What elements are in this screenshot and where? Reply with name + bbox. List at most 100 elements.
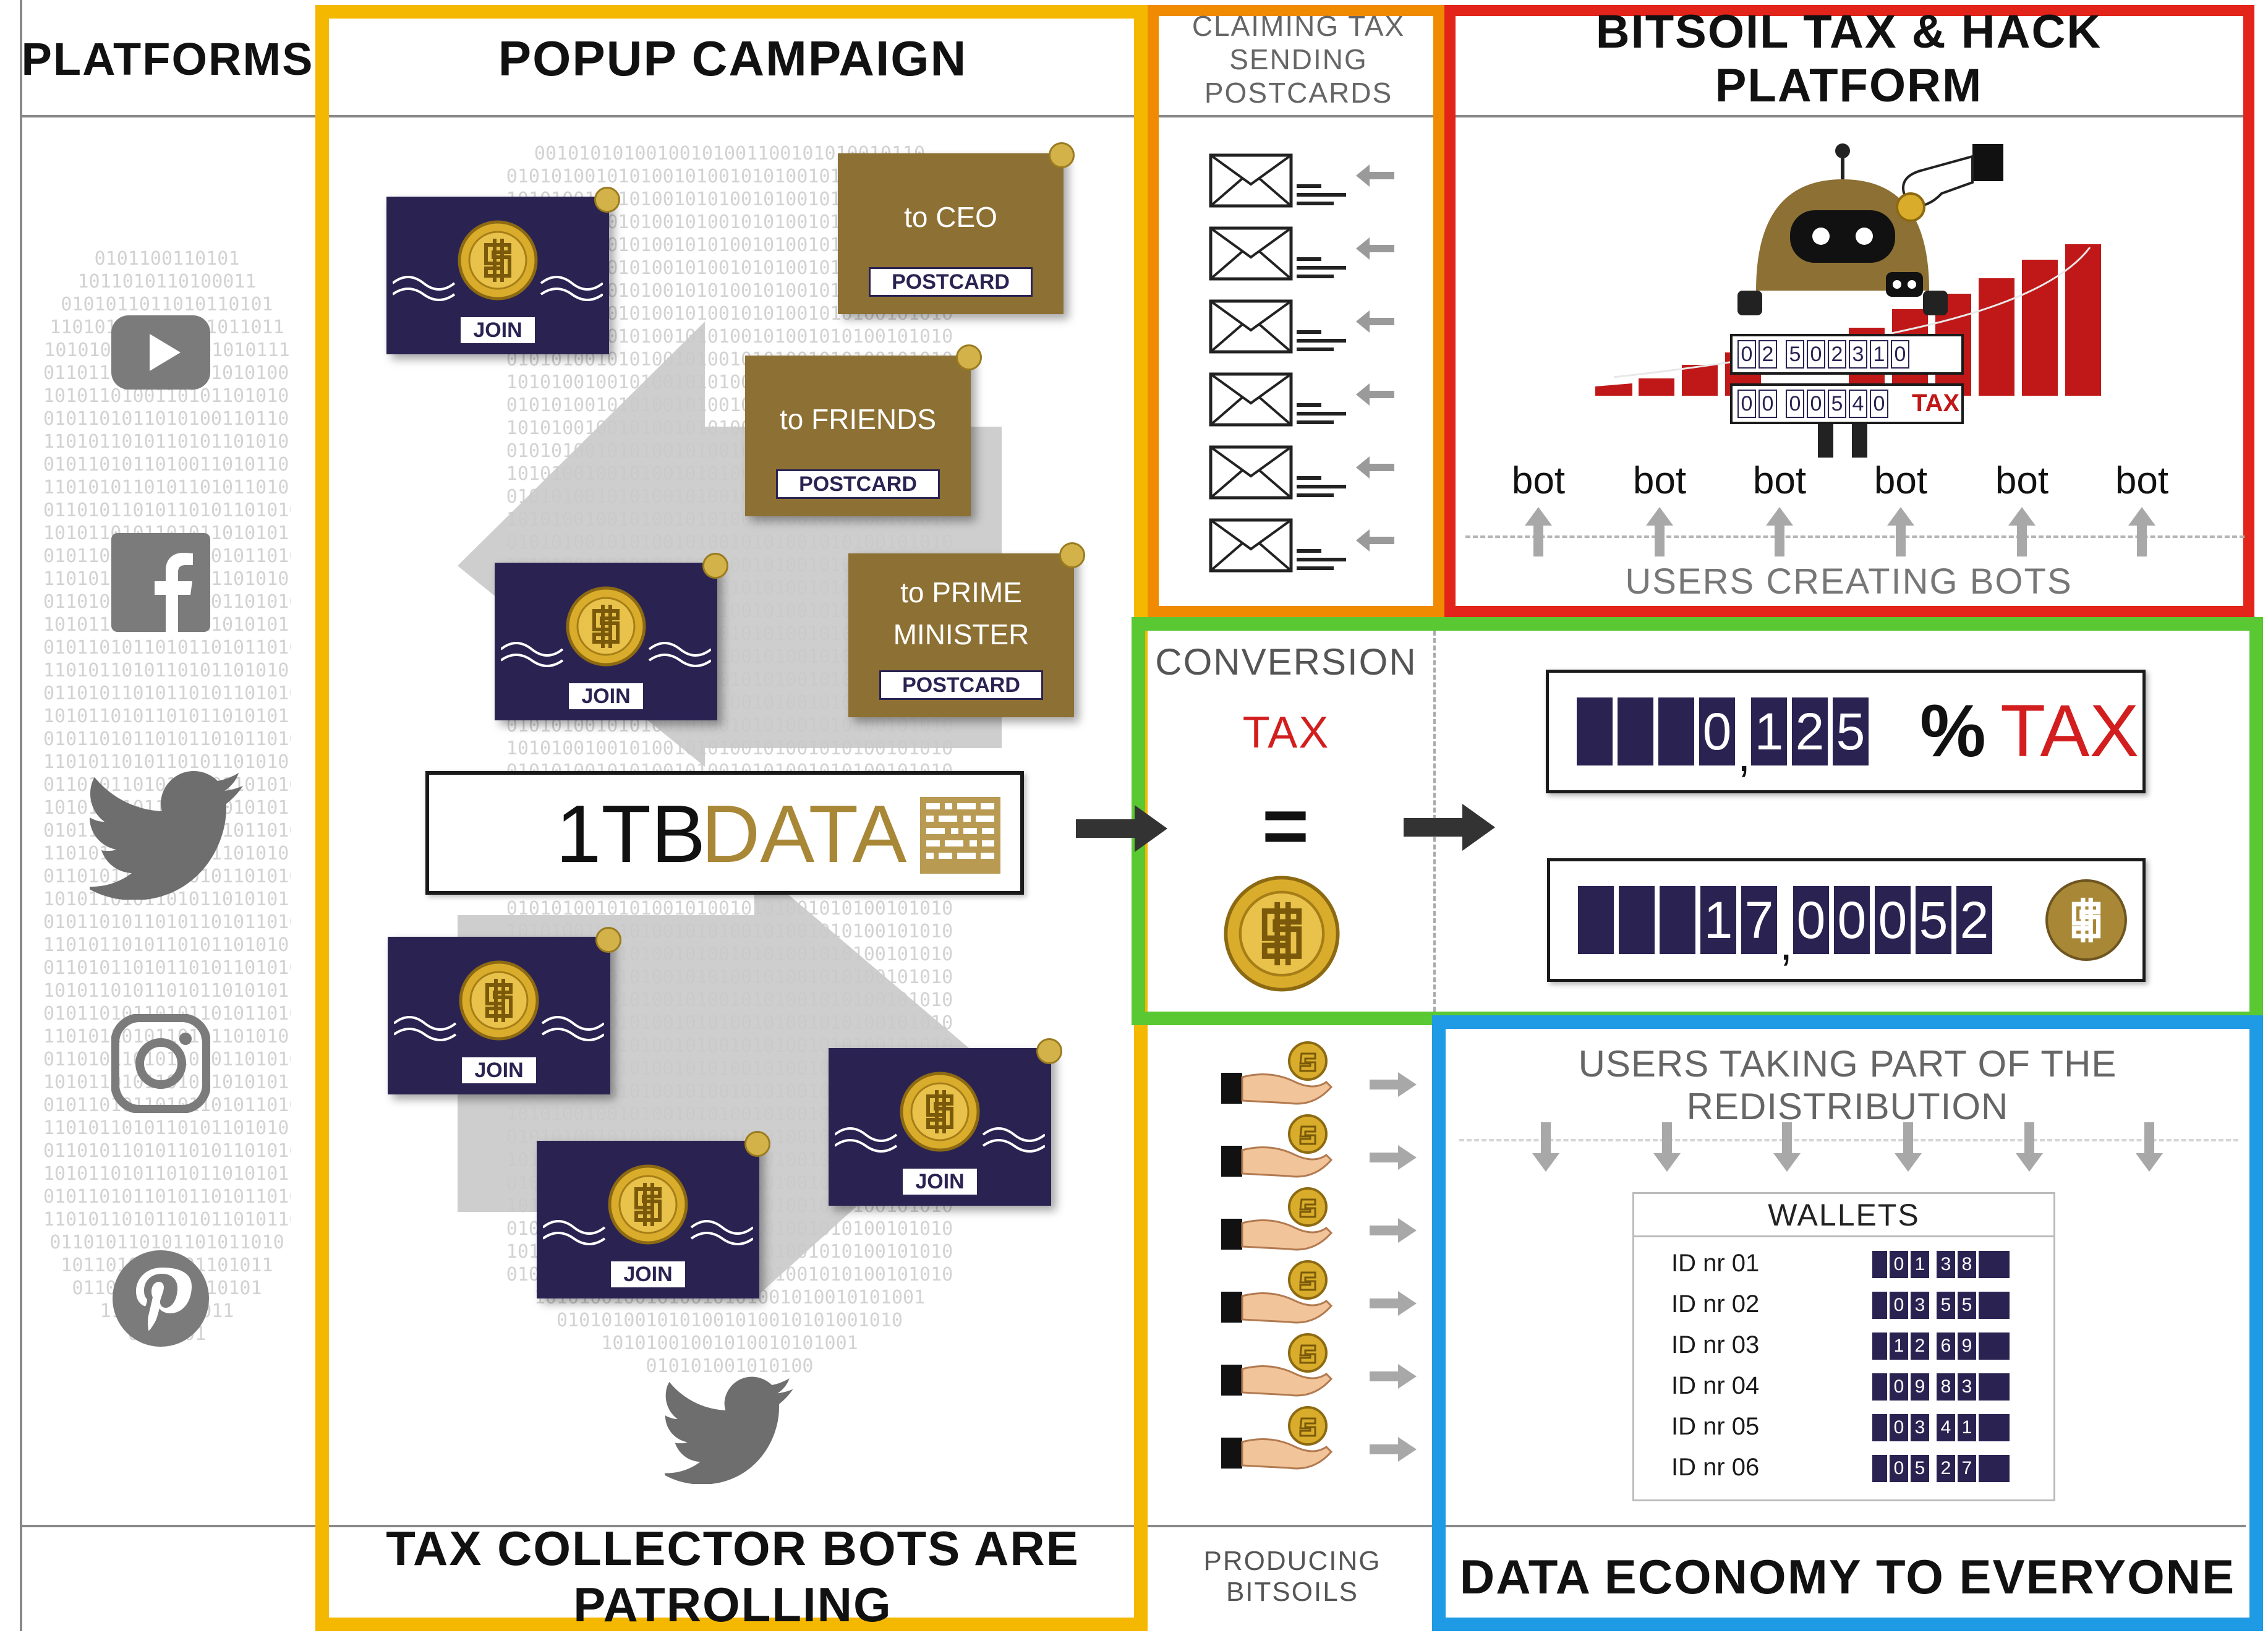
counter-digit: 0 — [1759, 390, 1777, 418]
postcard-recipient: to FRIENDS — [779, 403, 937, 435]
counter-digit: 1 — [1751, 697, 1787, 765]
wallet-digit: 3 — [1911, 1292, 1929, 1319]
wallet-digit: 9 — [1911, 1373, 1929, 1401]
join-card[interactable]: JOIN — [495, 553, 728, 720]
claiming-tax-header: CLAIMING TAX SENDING POSTCARDS — [1162, 10, 1435, 109]
join-card[interactable]: JOIN — [829, 1038, 1062, 1206]
wallet-blank — [1979, 1332, 2010, 1360]
counter-digit: 0 — [1737, 340, 1756, 369]
wallet-digit: 6 — [1937, 1332, 1955, 1360]
hand-with-coin-icon — [1221, 1404, 1419, 1472]
join-label: JOIN — [461, 317, 535, 343]
bitsoil-platform-header: BITSOIL TAX & HACK PLATFORM — [1595, 6, 2102, 112]
counter-blank — [1618, 697, 1653, 765]
counter-digit: 7 — [1741, 886, 1777, 954]
bitsoil-coin-icon — [608, 1164, 688, 1245]
counter-blank — [1660, 886, 1695, 954]
counter-digit: 2 — [1792, 697, 1828, 765]
join-label: JOIN — [569, 683, 643, 709]
wallet-digit: 0 — [1890, 1455, 1908, 1482]
wallet-digit: 3 — [1958, 1373, 1976, 1401]
arrow-down-icon — [1532, 1122, 1559, 1172]
arrow-up-icon — [1766, 507, 1793, 556]
producing-bitsoils-footer: PRODUCING BITSOILS — [1203, 1546, 1381, 1607]
bot-label: bot — [1874, 459, 1928, 502]
pinterest-icon[interactable] — [111, 1249, 210, 1348]
join-label: JOIN — [611, 1261, 685, 1287]
wallet-digit: 2 — [1911, 1332, 1929, 1360]
wallet-digit: 8 — [1937, 1373, 1955, 1401]
wallet-digit: 5 — [1911, 1455, 1929, 1482]
wallet-digit: 0 — [1890, 1373, 1908, 1401]
pin-icon — [1059, 542, 1085, 568]
counter-digit: 5 — [1828, 390, 1846, 418]
wallet-digit: 7 — [1958, 1455, 1976, 1482]
wallet-digit: 9 — [1958, 1332, 1976, 1360]
join-card[interactable]: JOIN — [386, 187, 620, 354]
hand-with-coin-icon — [1221, 1258, 1419, 1326]
wallet-digit: 0 — [1890, 1292, 1908, 1319]
instagram-icon[interactable] — [111, 1014, 210, 1113]
postcard-friends[interactable]: to FRIENDS POSTCARD — [745, 344, 982, 516]
pin-icon — [1049, 142, 1075, 168]
patrolling-footer: TAX COLLECTOR BOTS ARE PATROLLING — [386, 1521, 1080, 1632]
grid-footer-line — [20, 1525, 2246, 1527]
claiming-tax-frame — [1148, 5, 1444, 617]
counter-digit: 0 — [1875, 886, 1911, 954]
wallet-blank — [1872, 1251, 1887, 1278]
arrow-right-icon — [1404, 804, 1495, 851]
tax-rate-tax: TAX — [2000, 689, 2139, 772]
data-amount: 1TB — [556, 788, 706, 879]
join-card[interactable]: JOIN — [537, 1131, 770, 1298]
wallet-blank — [1979, 1292, 2010, 1319]
postcard-ceo[interactable]: to CEO POSTCARD — [838, 142, 1075, 314]
envelope-icon — [1209, 518, 1394, 574]
wallet-digit: 3 — [1937, 1251, 1955, 1278]
pin-icon — [956, 344, 982, 370]
postcard-prime-minister[interactable]: to PRIME MINISTER POSTCARD — [848, 542, 1085, 717]
bitsoil-coin-icon — [1224, 876, 1340, 992]
wallet-blank — [1872, 1455, 1887, 1482]
conversion-title: CONVERSION — [1155, 641, 1417, 683]
youtube-icon[interactable] — [111, 303, 210, 402]
robot-tax-label: TAX — [1912, 390, 1960, 417]
claiming-tax-header-line1: CLAIMING TAX — [1192, 10, 1405, 42]
wallet-blank — [1979, 1251, 2010, 1278]
postcard-label: POSTCARD — [776, 469, 940, 499]
wallet-id: ID nr 02 — [1671, 1290, 1760, 1318]
envelope-icon — [1209, 299, 1394, 355]
postcard-recipient-line2: MINISTER — [893, 618, 1030, 650]
join-card[interactable]: JOIN — [388, 927, 621, 1094]
hand-with-coin-icon — [1221, 1331, 1419, 1399]
arrow-down-icon — [1895, 1122, 1922, 1172]
counter-comma: , — [1780, 918, 1793, 970]
bot-label: bot — [2115, 459, 2169, 502]
wallet-digit: 1 — [1958, 1414, 1976, 1441]
claiming-tax-header-line2: SENDING POSTCARDS — [1204, 43, 1393, 109]
counter-digit: 5 — [1916, 886, 1951, 954]
counter-blank — [1619, 886, 1655, 954]
data-word: DATA — [701, 788, 907, 879]
counter-digit: 0 — [1737, 390, 1756, 418]
counter-blank — [1578, 886, 1614, 954]
conversion-tax: TAX — [1242, 708, 1330, 757]
twitter-icon[interactable] — [87, 767, 247, 903]
bitsoil-coin-icon — [458, 220, 538, 301]
wallet-digit: 0 — [1890, 1414, 1908, 1441]
bitsoil-platform-frame — [1444, 5, 2254, 617]
facebook-icon[interactable] — [111, 533, 210, 632]
counter-digit: 5 — [1833, 697, 1869, 765]
counter-comma: , — [1737, 729, 1751, 782]
bot-label: bot — [1995, 459, 2049, 502]
wallets-title: WALLETS — [1634, 1194, 2053, 1237]
pin-icon — [594, 187, 620, 213]
wallet-digit: 3 — [1911, 1414, 1929, 1441]
bot-label: bot — [1752, 459, 1807, 502]
conversion-equals: = — [1262, 780, 1310, 871]
postcard-label: POSTCARD — [879, 670, 1043, 700]
redistribution-dashed-line — [1459, 1139, 2238, 1141]
counter-digit: 0 — [1807, 390, 1825, 418]
counter-blank — [1658, 697, 1694, 765]
wallet-blank — [1872, 1332, 1887, 1360]
